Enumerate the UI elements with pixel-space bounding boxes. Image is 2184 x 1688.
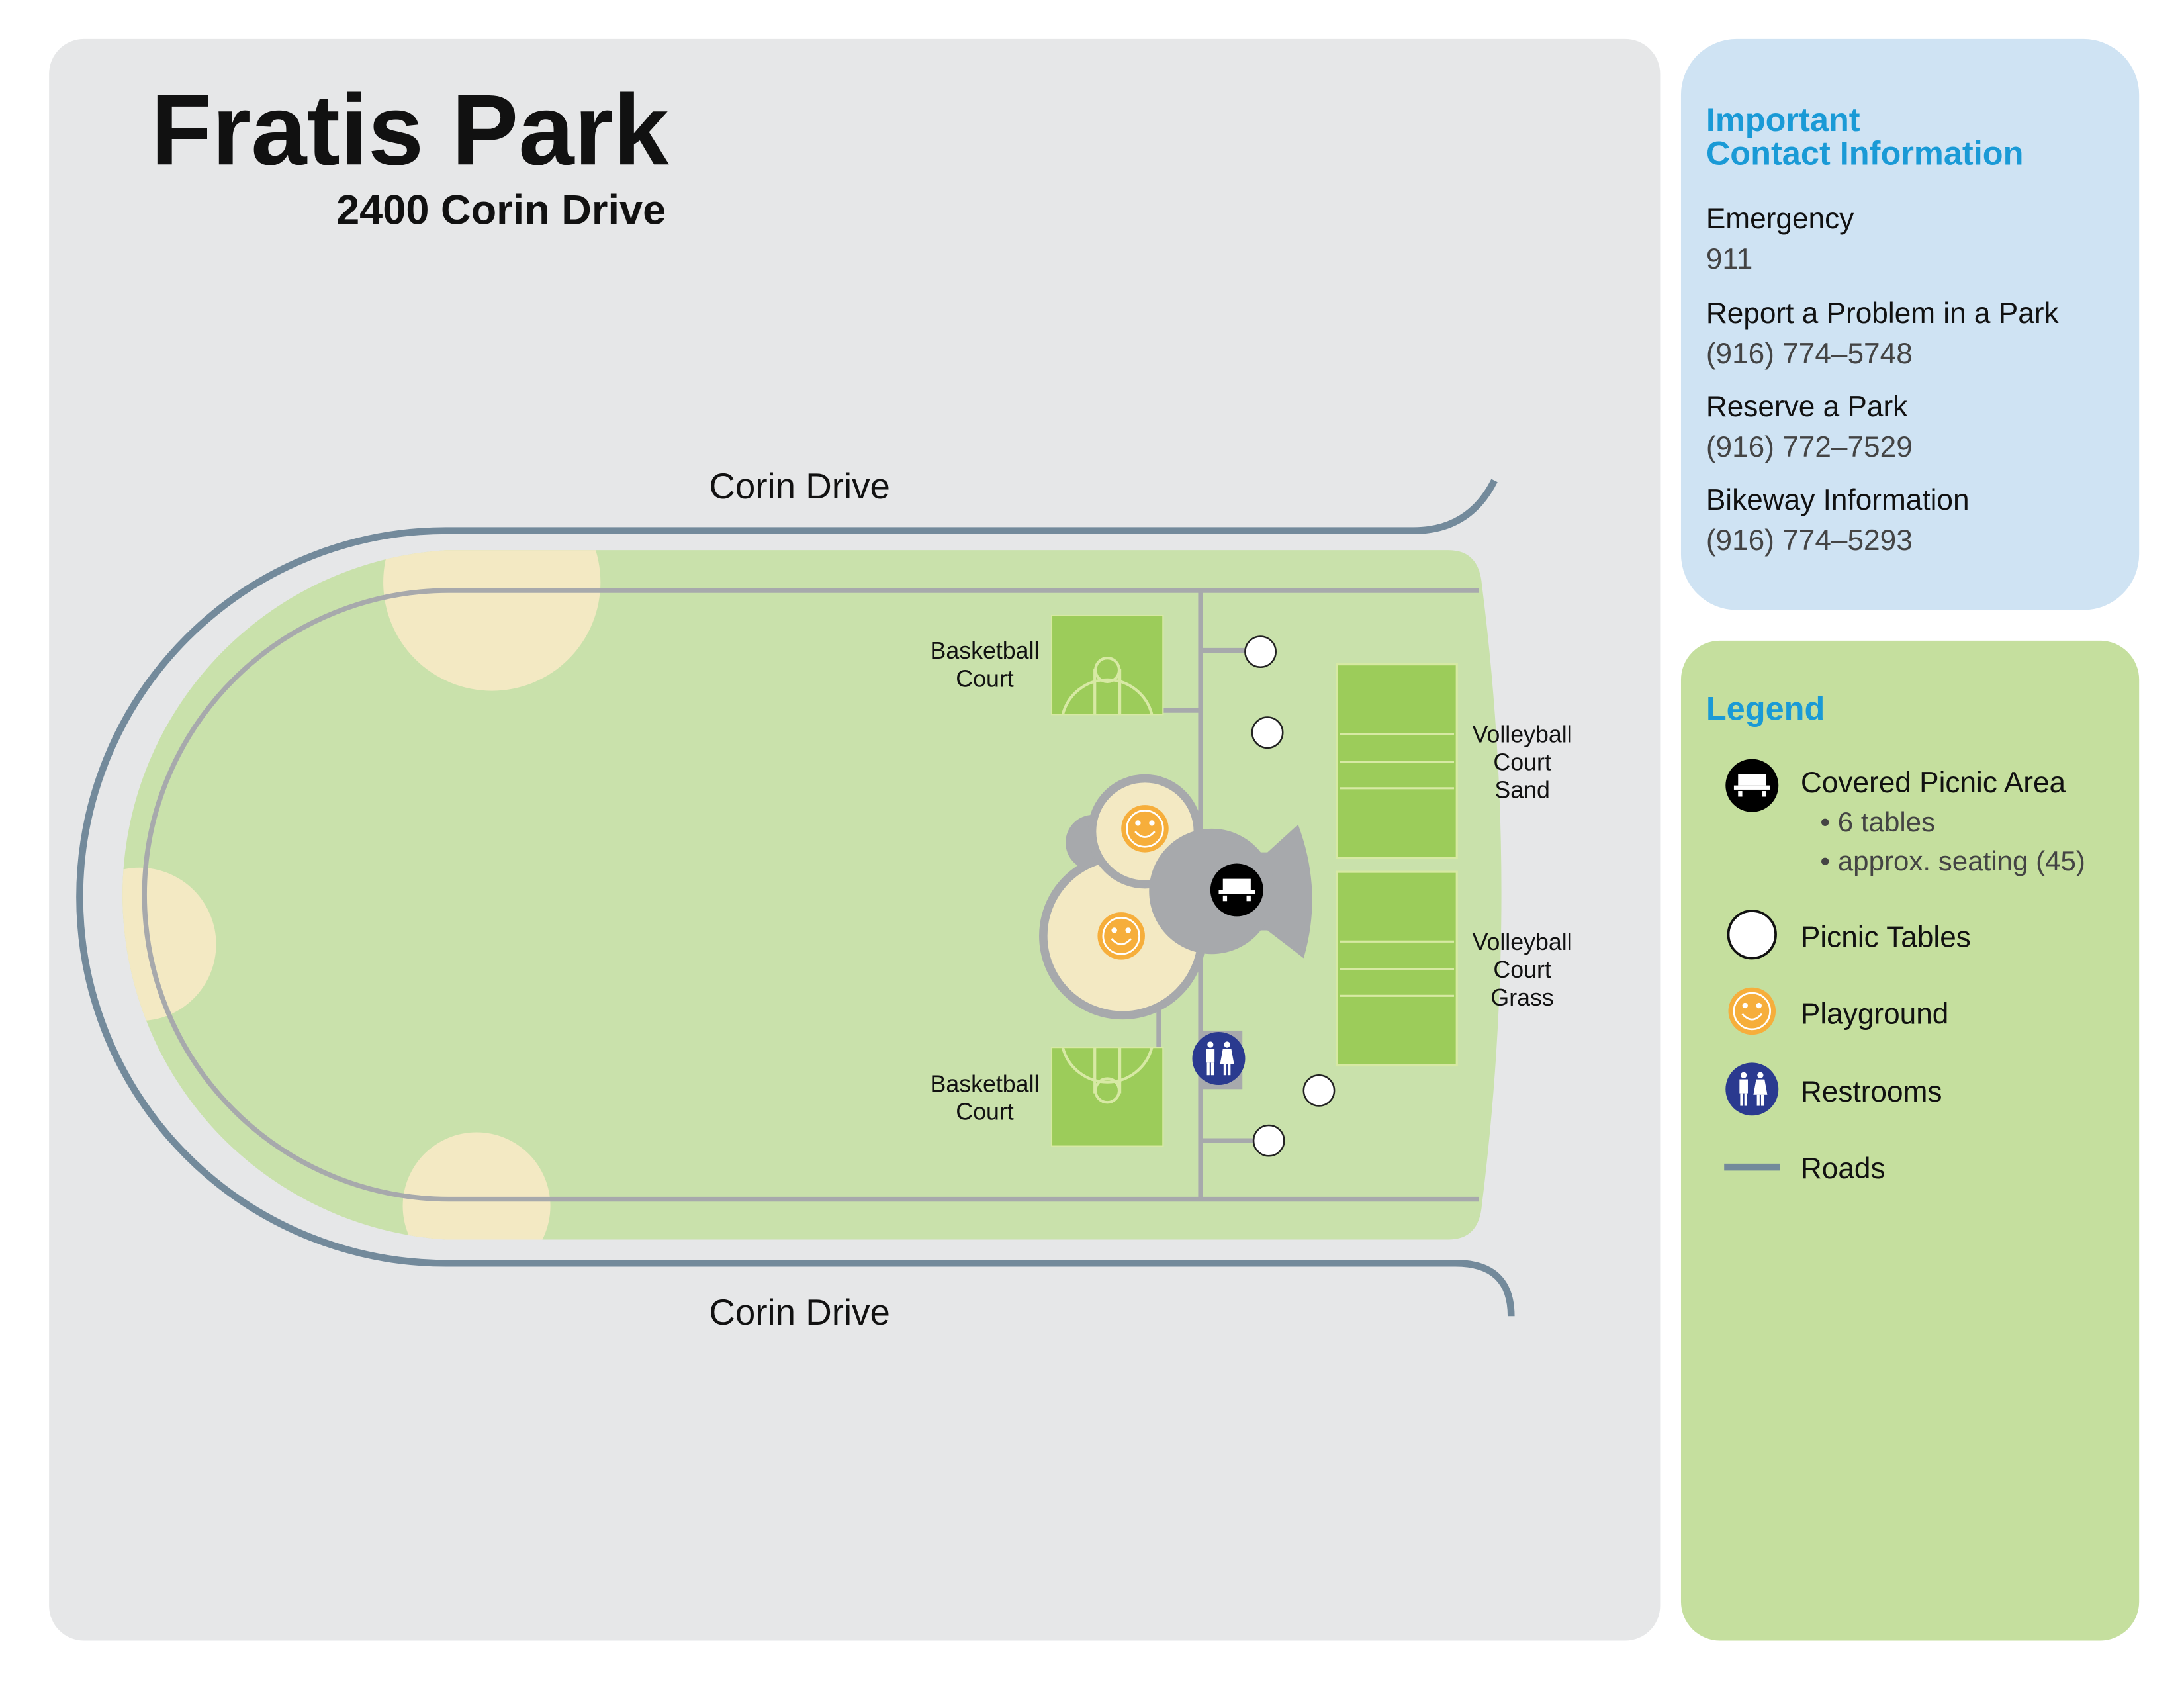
road-label-top: Corin Drive bbox=[709, 465, 890, 506]
ball-field bbox=[402, 1132, 551, 1240]
legend-detail: • 6 tables bbox=[1820, 806, 1935, 837]
playground-icon bbox=[1097, 911, 1146, 961]
volleyball-grass-label: Volleyball bbox=[1473, 929, 1572, 955]
basketball-court-bottom bbox=[1050, 1047, 1164, 1147]
restroom-icon bbox=[1192, 1032, 1246, 1085]
contact-label: Emergency bbox=[1706, 203, 1854, 235]
volleyball-grass-label: Grass bbox=[1490, 984, 1553, 1011]
contact-phone[interactable]: (916) 772–7529 bbox=[1706, 431, 1913, 463]
basketball-top-label: Court bbox=[956, 665, 1013, 692]
volleyball-grass-label: Court bbox=[1493, 957, 1551, 983]
volleyball-sand-label: Court bbox=[1493, 749, 1551, 775]
ball-field bbox=[383, 550, 601, 691]
picnic-table-icon bbox=[1244, 635, 1277, 669]
picnic-tables bbox=[1244, 635, 1336, 1157]
playground-icon bbox=[1120, 804, 1170, 853]
covered-picnic-icon bbox=[1725, 759, 1779, 812]
legend-label: Roads bbox=[1801, 1152, 1886, 1185]
picnic-table-icon bbox=[1727, 910, 1777, 960]
contact-heading: Important bbox=[1706, 101, 1860, 138]
basketball-court-top bbox=[1050, 614, 1164, 716]
contact-list: Emergency 911 Report a Problem in a Park… bbox=[1706, 203, 2060, 557]
volleyball-sand-label: Volleyball bbox=[1473, 721, 1572, 747]
volleyball-court-sand bbox=[1336, 663, 1458, 859]
legend-label: Covered Picnic Area bbox=[1801, 767, 2066, 799]
road-label-bottom: Corin Drive bbox=[709, 1291, 890, 1333]
legend-label: Restrooms bbox=[1801, 1076, 1942, 1108]
picnic-table-icon bbox=[1252, 1124, 1285, 1157]
picnic-table-icon bbox=[1251, 716, 1284, 749]
ball-fields bbox=[122, 550, 601, 1240]
volleyball-court-grass bbox=[1336, 870, 1458, 1067]
covered-picnic-icon bbox=[1210, 863, 1263, 917]
legend-label: Picnic Tables bbox=[1801, 921, 1971, 954]
contact-phone[interactable]: 911 bbox=[1706, 243, 1752, 275]
contact-panel bbox=[1680, 38, 2140, 610]
ball-field bbox=[122, 867, 216, 1021]
park-address: 2400 Corin Drive bbox=[336, 187, 666, 234]
volleyball-sand-label: Sand bbox=[1494, 777, 1550, 804]
contact-heading: Contact Information bbox=[1706, 134, 2024, 171]
park-title: Fratis Park bbox=[151, 74, 670, 186]
legend-panel bbox=[1680, 640, 2140, 1641]
legend-heading: Legend bbox=[1706, 690, 1825, 727]
basketball-top-label: Basketball bbox=[931, 637, 1040, 664]
contact-phone[interactable]: (916) 774–5293 bbox=[1706, 524, 1913, 557]
legend-label: Playground bbox=[1801, 998, 1948, 1030]
contact-phone[interactable]: (916) 774–5748 bbox=[1706, 338, 1913, 370]
basketball-bottom-label: Court bbox=[956, 1099, 1013, 1125]
playground-area bbox=[1039, 774, 1312, 1020]
contact-label: Report a Problem in a Park bbox=[1706, 297, 2060, 330]
contact-label: Bikeway Information bbox=[1706, 484, 1970, 516]
picnic-table-icon bbox=[1302, 1074, 1336, 1107]
corin-drive-road bbox=[76, 479, 1515, 1317]
basketball-bottom-label: Basketball bbox=[931, 1071, 1040, 1098]
restroom-icon bbox=[1725, 1062, 1779, 1116]
legend-detail: • approx. seating (45) bbox=[1820, 845, 2085, 876]
contact-label: Reserve a Park bbox=[1706, 391, 1908, 423]
playground-icon bbox=[1727, 986, 1777, 1036]
